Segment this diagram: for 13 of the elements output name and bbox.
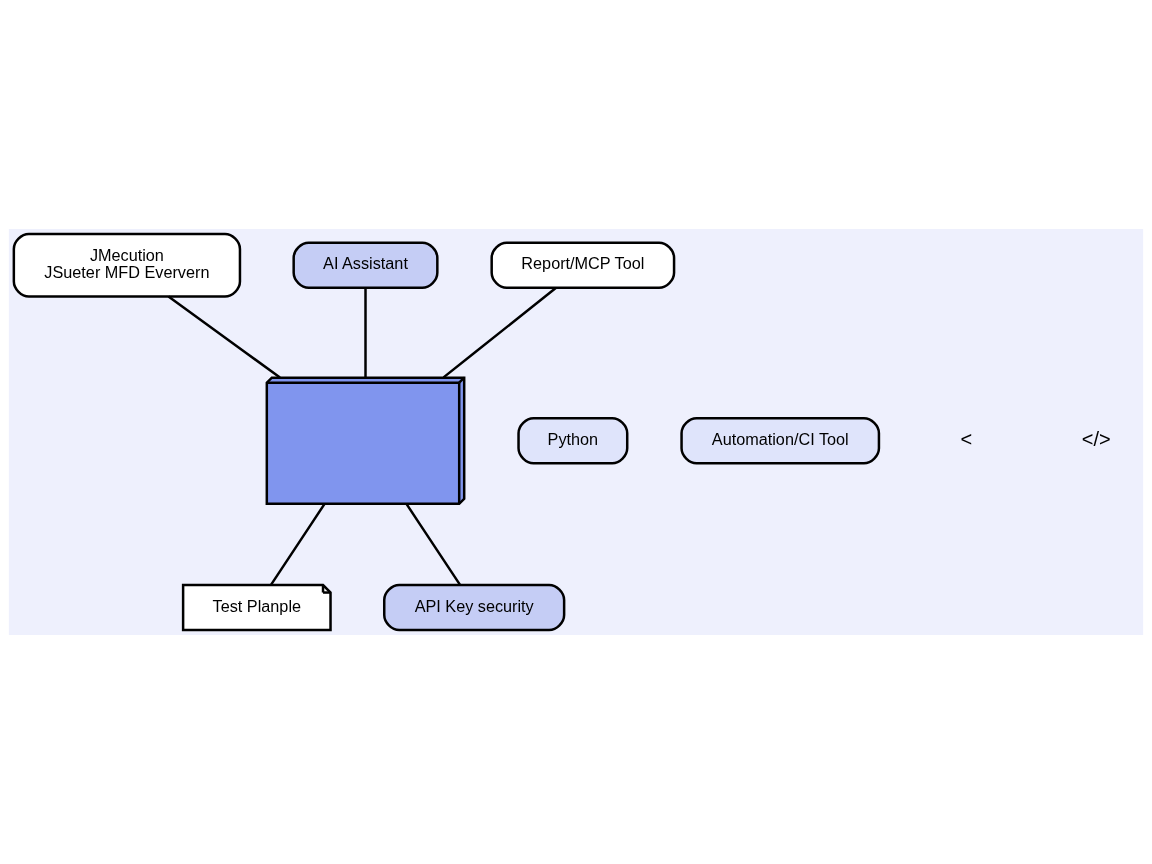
node-box: JMecution JSueter MFD Eververn [12, 232, 242, 298]
label: </> [1081, 427, 1111, 450]
node-box: Report/MCP Tool [490, 241, 676, 289]
connector [167, 295, 281, 379]
node-box: AI Assistant [292, 241, 439, 289]
node-box: Python [517, 417, 629, 465]
connector [442, 287, 557, 379]
label: < [960, 427, 973, 450]
node-box: API Key security [383, 583, 566, 632]
connector [405, 503, 461, 586]
node-box: Automation/CI Tool [680, 417, 881, 465]
connector [270, 503, 326, 586]
connector [364, 288, 367, 378]
